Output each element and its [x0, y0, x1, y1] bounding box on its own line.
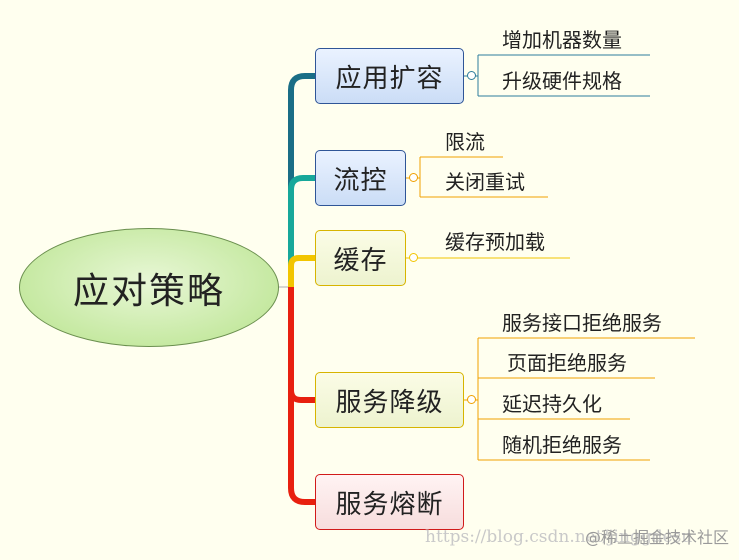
- collapse-toggle-icon[interactable]: [409, 173, 418, 182]
- branch-label: 缓存: [333, 245, 388, 276]
- leaf-item[interactable]: 页面拒绝服务: [507, 351, 627, 375]
- watermark-url: https://blog.csdn.net/jinggdesu: [425, 527, 693, 547]
- branch-label: 流控: [333, 165, 388, 196]
- collapse-toggle-icon[interactable]: [467, 71, 476, 80]
- root-label: 应对策略: [72, 270, 225, 312]
- branch-line-3: [288, 255, 315, 287]
- branch-line-4: [288, 287, 315, 403]
- branch-label: 应用扩容: [335, 63, 444, 94]
- leaf-item[interactable]: 升级硬件规格: [502, 69, 622, 93]
- collapse-toggle-icon[interactable]: [409, 253, 418, 262]
- branch-line-5: [288, 287, 315, 505]
- branch-line-1: [288, 73, 315, 287]
- leaf-item[interactable]: 限流: [445, 130, 485, 154]
- branch-label: 服务熔断: [335, 489, 444, 520]
- branch-node-degradation[interactable]: 服务降级: [315, 372, 464, 428]
- leaf-item[interactable]: 增加机器数量: [502, 28, 622, 52]
- branch-node-circuit-breaker[interactable]: 服务熔断: [315, 474, 464, 530]
- branch-node-flow-control[interactable]: 流控: [315, 150, 406, 206]
- leaf-item[interactable]: 缓存预加载: [445, 230, 545, 254]
- leaf-item[interactable]: 延迟持久化: [502, 392, 602, 416]
- branch-label: 服务降级: [335, 387, 444, 418]
- watermark-site: @稀土掘金技术社区: [585, 528, 730, 547]
- root-node[interactable]: 应对策略: [19, 228, 279, 347]
- collapse-toggle-icon[interactable]: [467, 395, 476, 404]
- leaf-item[interactable]: 服务接口拒绝服务: [502, 311, 662, 335]
- branch-node-app-scaling[interactable]: 应用扩容: [315, 48, 464, 104]
- leaf-item[interactable]: 关闭重试: [445, 170, 525, 194]
- branch-line-2: [288, 175, 315, 287]
- leaf-item[interactable]: 随机拒绝服务: [502, 433, 622, 457]
- branch-node-cache[interactable]: 缓存: [315, 230, 406, 286]
